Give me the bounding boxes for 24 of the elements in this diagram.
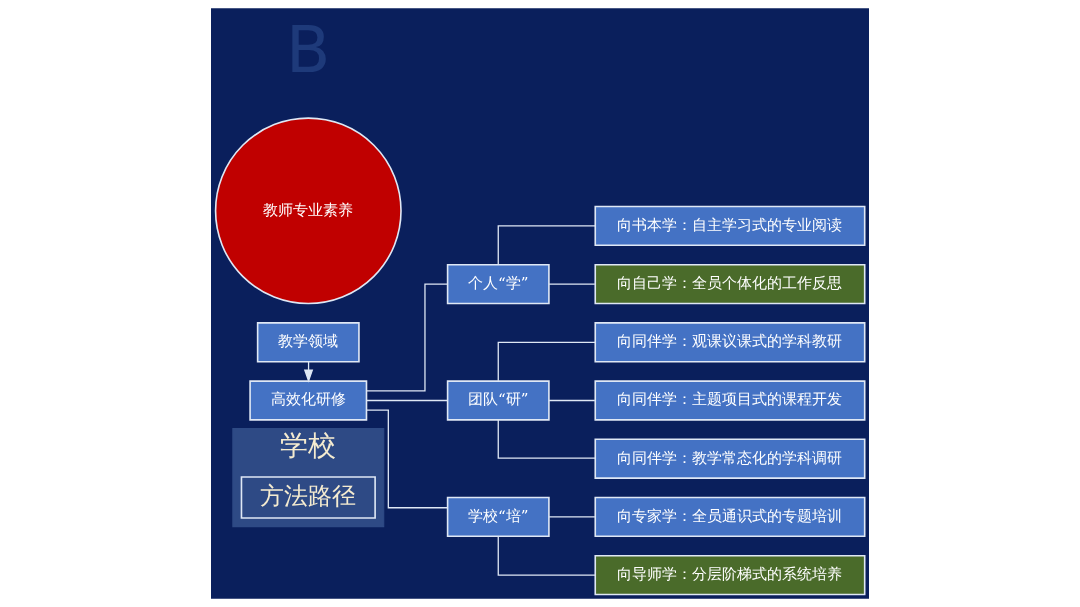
- connector: [366, 283, 448, 392]
- connector: [548, 399, 596, 402]
- node-box: 方法路径: [240, 476, 376, 519]
- node-box: 高效化研修: [249, 380, 368, 421]
- node-box: 向书本学：自主学习式的专业阅读: [594, 205, 866, 247]
- node-box: 学校“培”: [446, 496, 550, 538]
- node-circle: 教师专业素养: [214, 117, 402, 305]
- node-box: 个人“学”: [446, 263, 550, 305]
- connector: [548, 283, 596, 285]
- node-box: 向专家学：全员通识式的专题培训: [594, 496, 866, 538]
- connector: [366, 409, 449, 509]
- node-box: 向自己学：全员个体化的工作反思: [594, 263, 866, 305]
- connector: [548, 516, 596, 518]
- node-box: 向同伴学：观课议课式的学科教研: [594, 322, 866, 363]
- node-box: 向同伴学：主题项目式的课程开发: [594, 380, 866, 421]
- node-box: 教学领域: [256, 322, 360, 363]
- connector: [497, 535, 596, 576]
- connector: [497, 225, 596, 266]
- connector: [366, 399, 448, 402]
- node-box: 向同伴学：教学常态化的学科调研: [594, 438, 866, 479]
- node-box: 向导师学：分层阶梯式的系统培养: [594, 554, 866, 596]
- connector: [497, 419, 596, 459]
- connector: [497, 341, 596, 382]
- node-box: 团队“研”: [446, 380, 550, 421]
